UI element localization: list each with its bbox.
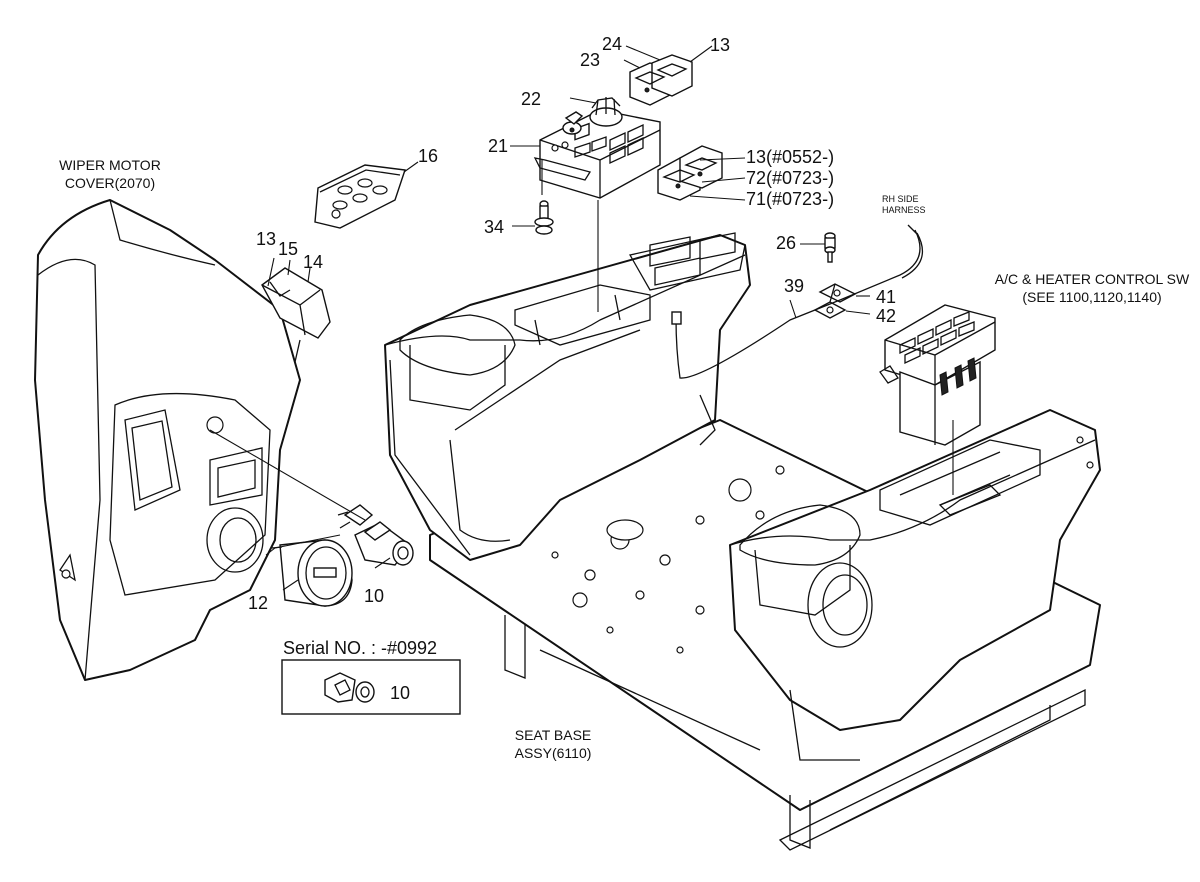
key-switch-22: [562, 97, 623, 135]
callout-13-left: 13: [256, 229, 276, 249]
ac-heater-control-switch: [879, 304, 996, 446]
ac-switch-label-1: A/C & HEATER CONTROL SW: [995, 271, 1190, 287]
wiper-cover-label-2: COVER(2070): [65, 175, 155, 191]
callouts: 24 13 23 22 21 16 13(#0552-) 72(#0723-) …: [248, 34, 896, 703]
cigar-lighter-10: [337, 504, 414, 566]
callout-23: 23: [580, 50, 600, 70]
right-console: [729, 409, 1101, 761]
serial-number-label: Serial NO. : -#0992: [283, 638, 437, 658]
rh-harness-label-1: RH SIDE: [882, 194, 919, 204]
rh-harness-label-2: HARNESS: [882, 205, 926, 215]
seat-base-label-2: ASSY(6110): [515, 745, 592, 761]
callout-21: 21: [488, 136, 508, 156]
callout-41: 41: [876, 287, 896, 307]
callout-72: 72(#0723-): [746, 168, 834, 188]
callout-10-inset: 10: [390, 683, 410, 703]
switch-panel-16: [314, 164, 406, 229]
text-labels: WIPER MOTOR COVER(2070) SEAT BASE ASSY(6…: [59, 157, 1190, 761]
wiper-cover-label-1: WIPER MOTOR: [59, 157, 161, 173]
callout-12: 12: [248, 593, 268, 613]
callout-10: 10: [364, 586, 384, 606]
serial-inset: [281, 659, 461, 715]
hour-meter-12: [271, 539, 353, 607]
mid-switches-13-72-71: [657, 145, 723, 201]
seat-base-label-1: SEAT BASE: [515, 727, 592, 743]
left-console: [384, 232, 751, 561]
bracket-41-42: [813, 283, 857, 319]
leader-lines: [209, 45, 954, 693]
callout-16: 16: [418, 146, 438, 166]
callout-13-top: 13: [710, 35, 730, 55]
callout-15: 15: [278, 239, 298, 259]
bolt-34: [534, 200, 554, 235]
callout-71: 71(#0723-): [746, 189, 834, 209]
callout-13-0552: 13(#0552-): [746, 147, 834, 167]
callout-42: 42: [876, 306, 896, 326]
callout-39: 39: [784, 276, 804, 296]
bolt-26: [824, 232, 836, 263]
callout-26: 26: [776, 233, 796, 253]
harness-wire-39: [671, 224, 924, 379]
switch-13-15-14: [261, 267, 331, 363]
callout-24: 24: [602, 34, 622, 54]
ac-switch-label-2: (SEE 1100,1120,1140): [1022, 289, 1161, 305]
wiper-motor-cover: [34, 199, 301, 681]
callout-34: 34: [484, 217, 504, 237]
callout-22: 22: [521, 89, 541, 109]
top-switches-23-24: [629, 54, 693, 106]
callout-14: 14: [303, 252, 323, 272]
